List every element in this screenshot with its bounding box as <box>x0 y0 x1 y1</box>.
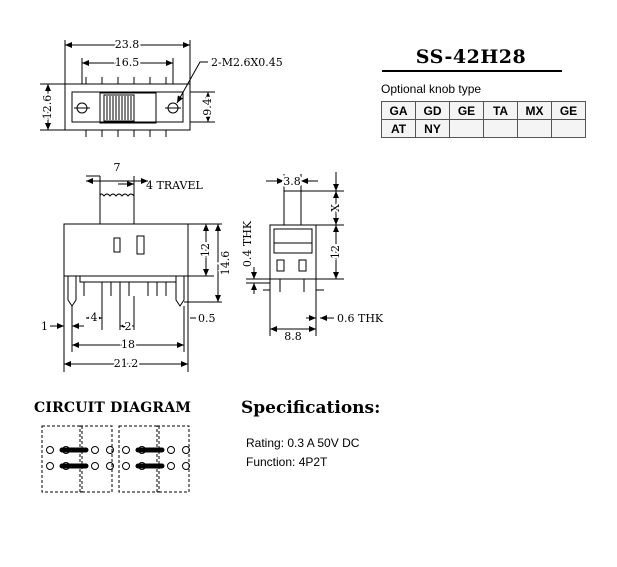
dim-leg-span: 8.8 <box>284 330 302 343</box>
dim-edge-right: 0.5 <box>198 312 216 325</box>
knob-cell: MX <box>517 101 552 120</box>
specifications-title: Specifications: <box>241 398 381 418</box>
dim-knob-height: X <box>329 204 342 212</box>
dim-mount-holes: 2-M2.6X0.45 <box>211 56 283 69</box>
dim-body-height: 12 <box>199 243 212 257</box>
dim-knob-width: 7 <box>114 161 121 174</box>
top-view-labels: 23.8 16.5 2-M2.6X0.45 12.6 9.4 <box>39 36 283 121</box>
dim-total-height: 14.6 <box>219 251 232 276</box>
dim-side-body-height: 12 <box>329 245 342 259</box>
dim-hole-pitch: 16.5 <box>115 56 140 69</box>
dim-terminal-thickness: 0.6 THK <box>337 312 384 325</box>
dim-travel: 4 TRAVEL <box>146 179 203 192</box>
knob-cell <box>449 119 484 138</box>
spec-rating: Rating: 0.3 A 50V DC <box>246 436 360 450</box>
dim-pin-spacing-b: 2 <box>125 320 132 333</box>
knob-type-caption: Optional knob type <box>381 82 482 96</box>
dim-height-outer: 12.6 <box>41 95 54 120</box>
front-view <box>50 175 222 372</box>
knob-cell <box>551 119 586 138</box>
dim-overall-width: 21.2 <box>114 357 139 370</box>
front-view-labels: 7 4 TRAVEL 12 14.6 4 2 1 0.5 18 21.2 <box>41 161 234 372</box>
knob-type-table: GA GD GE TA MX GE AT NY <box>381 101 586 138</box>
dim-height-inner: 9.4 <box>201 98 214 116</box>
spec-function: Function: 4P2T <box>246 455 328 469</box>
circuit-diagram-title: CIRCUIT DIAGRAM <box>34 400 192 416</box>
dim-pin-span: 18 <box>121 338 135 351</box>
knob-cell: GD <box>415 101 450 120</box>
knob-row: AT NY <box>381 119 586 138</box>
knob-cell <box>483 119 518 138</box>
knob-cell: GA <box>381 101 416 120</box>
side-view-labels: 3.8 X 12 0.4 THK 0.6 THK 8.8 <box>241 173 384 345</box>
dim-pin-spacing-a: 4 <box>91 311 98 324</box>
part-number-title: SS-42H28 <box>415 46 527 68</box>
dim-side-knob-width: 3.8 <box>283 175 301 188</box>
knob-cell <box>517 119 552 138</box>
dim-plate-thickness: 0.4 THK <box>241 220 254 267</box>
dim-overall-length: 23.8 <box>115 38 140 51</box>
side-view <box>246 172 344 336</box>
top-view <box>40 40 215 137</box>
knob-cell: GE <box>449 101 484 120</box>
knob-cell: AT <box>381 119 416 138</box>
knob-row: GA GD GE TA MX GE <box>381 101 586 120</box>
dim-edge-left: 1 <box>41 320 48 333</box>
knob-cell: GE <box>551 101 586 120</box>
knob-cell: TA <box>483 101 518 120</box>
knob-cell: NY <box>415 119 450 138</box>
circuit-diagram <box>41 425 190 493</box>
title-underline <box>382 70 562 72</box>
